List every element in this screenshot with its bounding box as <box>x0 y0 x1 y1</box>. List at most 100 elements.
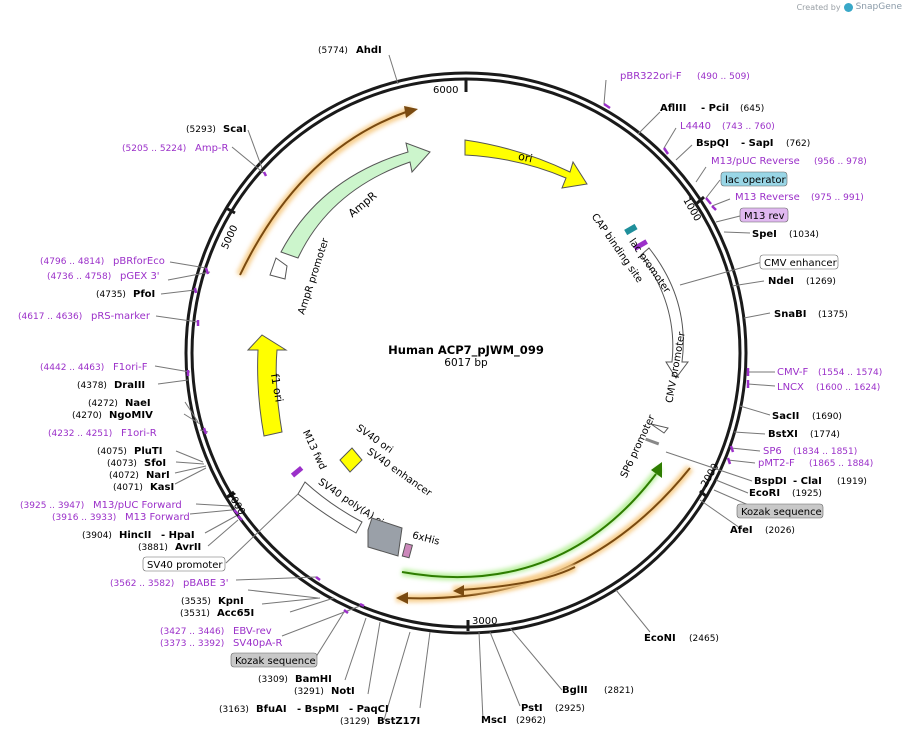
plasmid-name: Human ACP7_pJWM_099 <box>388 343 544 358</box>
snapgene-credit: Created by SnapGene <box>797 2 902 12</box>
snapgene-logo-icon <box>843 2 853 12</box>
hpai-site: - HpaI <box>161 530 195 541</box>
ori-label: ori <box>517 150 534 166</box>
ampr-primer-arc <box>239 111 407 276</box>
hincii-site: HincII <box>119 530 151 541</box>
ahdi-pos: (5774) <box>318 46 348 56</box>
scai-site: ScaI <box>223 124 247 135</box>
ori-feature-arrow <box>464 139 588 189</box>
l4440-pos: (743 .. 760) <box>722 122 775 132</box>
cmv-enhancer-box <box>759 254 839 270</box>
m13-puc-forward-pos: (3925 .. 3947) <box>20 501 84 511</box>
sacii-site: SacII <box>772 411 799 422</box>
backbone-inner-ring <box>190 77 742 629</box>
sv40pa-r-primer: SV40pA-R <box>233 638 282 649</box>
m13-forward-pos: (3916 .. 3933) <box>52 513 116 523</box>
acc65i-pos: (3531) <box>180 609 210 619</box>
noti-pos: (3291) <box>294 687 324 697</box>
ndei-pos: (1269) <box>806 277 836 287</box>
sacii-pos: (1690) <box>812 412 842 422</box>
avrii-site: AvrII <box>175 542 201 553</box>
kpni-pos: (3535) <box>181 597 211 607</box>
sv40pa-r-pos: (3373 .. 3392) <box>160 639 224 649</box>
pfoi-pos: (4735) <box>96 290 126 300</box>
ebv-rev-pos: (3427 .. 3446) <box>160 627 224 637</box>
sixhis-feature <box>401 542 414 559</box>
ndei-site: NdeI <box>768 276 794 287</box>
orf-arc <box>401 473 657 579</box>
pmt2-f-primer: pMT2-F <box>758 458 795 469</box>
orf-arc-glow <box>401 465 663 581</box>
primer-arc-2 <box>459 566 576 591</box>
m13-rev-marker <box>633 239 648 251</box>
pluti-pos: (4075) <box>97 447 127 457</box>
m13-reverse-primer: M13 Reverse <box>735 192 800 203</box>
sv40-polya-feature <box>367 517 403 557</box>
clai-site: - ClaI <box>793 476 822 487</box>
prs-marker-pos: (4617 .. 4636) <box>18 312 82 322</box>
pbr322ori-f-pos: (490 .. 509) <box>697 72 750 82</box>
bamhi-pos: (3309) <box>258 675 288 685</box>
m13-puc-forward-primer: M13/pUC Forward <box>93 500 182 511</box>
m13-fwd-label: M13 fwd <box>300 428 328 471</box>
tick-6000: 6000 <box>433 85 458 96</box>
snabi-pos: (1375) <box>818 310 848 320</box>
econi-pos: (2465) <box>689 634 719 644</box>
sv40-ori-feature <box>339 447 363 473</box>
bglii-pos: (2821) <box>604 686 634 696</box>
bstxi-site: BstXI <box>768 429 798 440</box>
bfuai-pos: (3163) <box>219 705 249 715</box>
backbone-outer-ring <box>184 71 748 635</box>
orf-arc-arrowhead <box>651 462 662 478</box>
pbr322ori-f-primer: pBR322ori-F <box>620 71 682 82</box>
amp-r-primer-pos: (5205 .. 5224) <box>122 144 186 154</box>
f1ori-r-primer: F1ori-R <box>121 428 157 439</box>
msci-site: MscI <box>481 715 507 726</box>
nari-pos: (4072) <box>109 471 139 481</box>
tick-marks <box>225 80 708 631</box>
f1ori-f-pos: (4442 .. 4463) <box>40 363 104 373</box>
ngomiv-pos: (4270) <box>72 411 102 421</box>
m13-forward-primer: M13 Forward <box>125 512 190 523</box>
l4440-primer: L4440 <box>680 121 711 132</box>
m13-fwd-marker <box>290 465 304 478</box>
m13-rev-label: M13 rev <box>744 211 785 222</box>
msci-pos: (2962) <box>516 716 546 726</box>
pgex3-primer: pGEX 3' <box>120 271 160 282</box>
ngomiv-site: NgoMIV <box>109 410 153 421</box>
pgex3-pos: (4736 .. 4758) <box>47 272 111 282</box>
f1-ori-label: f1 ori <box>268 373 286 404</box>
kasi-site: KasI <box>150 482 174 493</box>
bstz17i-site: BstZ17I <box>377 716 420 727</box>
bglii-site: BglII <box>562 685 588 696</box>
kozak-sequence-label-2: Kozak sequence <box>235 656 316 667</box>
primer-ring-marks <box>186 102 750 614</box>
m13-reverse-pos: (975 .. 991) <box>811 193 864 203</box>
tick-3000: 3000 <box>472 616 497 627</box>
draiii-pos: (4378) <box>77 381 107 391</box>
sixhis-label: 6xHis <box>411 530 441 547</box>
psti-pos: (2925) <box>555 704 585 714</box>
pbrforeco-pos: (4796 .. 4814) <box>40 257 104 267</box>
sp6-small-arrow <box>650 423 669 434</box>
snapgene-brand: SnapGene <box>855 2 902 12</box>
afliii-pos: (645) <box>740 104 764 114</box>
noti-site: NotI <box>331 686 355 697</box>
pcii-site: - PciI <box>701 103 729 114</box>
afei-site: AfeI <box>730 525 753 536</box>
sfoi-site: SfoI <box>144 458 166 469</box>
plasmid-size: 6017 bp <box>444 357 488 369</box>
afei-pos: (2026) <box>765 526 795 536</box>
lac-operator-box <box>720 171 788 187</box>
ahdi-site: AhdI <box>356 45 382 56</box>
m13-puc-reverse-primer: M13/pUC Reverse <box>711 156 800 167</box>
sv40-promoter-box <box>142 556 226 572</box>
lac-operator-label: lac operator <box>725 175 786 186</box>
naei-pos: (4272) <box>88 399 118 409</box>
amp-r-primer: Amp-R <box>195 143 229 154</box>
draiii-site: DraIII <box>114 380 145 391</box>
m13-rev-box <box>739 207 789 223</box>
sv40-polya-region-arrow <box>297 481 363 534</box>
pbabe3-primer: pBABE 3' <box>183 578 229 589</box>
lncx-pos: (1600 .. 1624) <box>816 383 880 393</box>
